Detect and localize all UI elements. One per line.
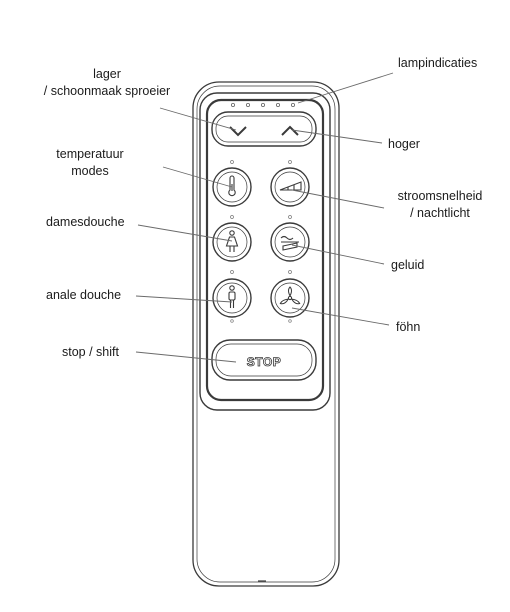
- label-sound: geluid: [391, 258, 425, 272]
- remote-body: [192, 81, 340, 587]
- label-temperature: temperatuur modes: [30, 146, 150, 180]
- label-temperature-line1: temperatuur: [56, 147, 124, 161]
- indicator-lamp: [290, 103, 295, 108]
- leader-lines: [135, 72, 394, 363]
- indicator-lamp: [275, 103, 280, 108]
- fan-icon: [279, 286, 301, 305]
- label-rear-wash: anale douche: [46, 288, 122, 302]
- dryer-button[interactable]: [270, 278, 310, 318]
- label-higher: hoger: [388, 137, 420, 151]
- stop-button[interactable]: STOP: [211, 339, 317, 381]
- label-temperature-line2: modes: [71, 164, 109, 178]
- male-figure-icon: [228, 285, 236, 308]
- indicator-lamp: [245, 103, 250, 108]
- flow-button[interactable]: [270, 167, 310, 207]
- sound-button[interactable]: [270, 222, 310, 262]
- leader-line-sound: [291, 244, 385, 265]
- sound-wave-icon: [280, 235, 299, 251]
- indicator-lamps: [230, 103, 295, 108]
- label-lower-line2: / schoonmaak sproeier: [43, 84, 171, 98]
- label-lamp-indicators: lampindicaties: [398, 56, 478, 70]
- label-flow-line2: / nachtlicht: [410, 206, 470, 220]
- leader-line-lady-wash: [137, 224, 233, 242]
- label-flow: stroomsnelheid / nachtlicht: [380, 188, 500, 222]
- stop-button-label: STOP: [247, 355, 281, 369]
- lady-wash-button[interactable]: [212, 222, 252, 262]
- label-lower: lager / schoonmaak sproeier: [22, 66, 192, 100]
- label-dryer: föhn: [396, 320, 421, 334]
- lower-higher-button[interactable]: [211, 111, 317, 147]
- chevron-down-icon: [229, 126, 247, 137]
- leader-line-lamp-indicators: [297, 72, 394, 104]
- leader-line-higher: [291, 129, 383, 144]
- button-dots: [230, 160, 292, 274]
- indicator-lamp: [260, 103, 265, 108]
- flow-wedge-icon: [279, 181, 302, 191]
- female-figure-icon: [225, 230, 239, 252]
- leader-line-stop-shift: [135, 351, 237, 363]
- leader-line-temperature: [162, 166, 233, 188]
- indicator-lamp: [230, 103, 235, 108]
- leader-line-rear-wash: [135, 295, 233, 303]
- label-lady-wash: damesdouche: [46, 215, 125, 229]
- label-stop-shift: stop / shift: [62, 345, 119, 359]
- leader-line-dryer: [291, 307, 390, 326]
- label-flow-line1: stroomsnelheid: [397, 189, 483, 203]
- thermometer-icon: [228, 175, 236, 197]
- rear-wash-button[interactable]: [212, 278, 252, 318]
- leader-line-lower: [159, 107, 237, 131]
- label-lower-line1: lager: [93, 67, 121, 81]
- leader-line-flow: [291, 189, 385, 209]
- chevron-up-icon: [281, 125, 299, 136]
